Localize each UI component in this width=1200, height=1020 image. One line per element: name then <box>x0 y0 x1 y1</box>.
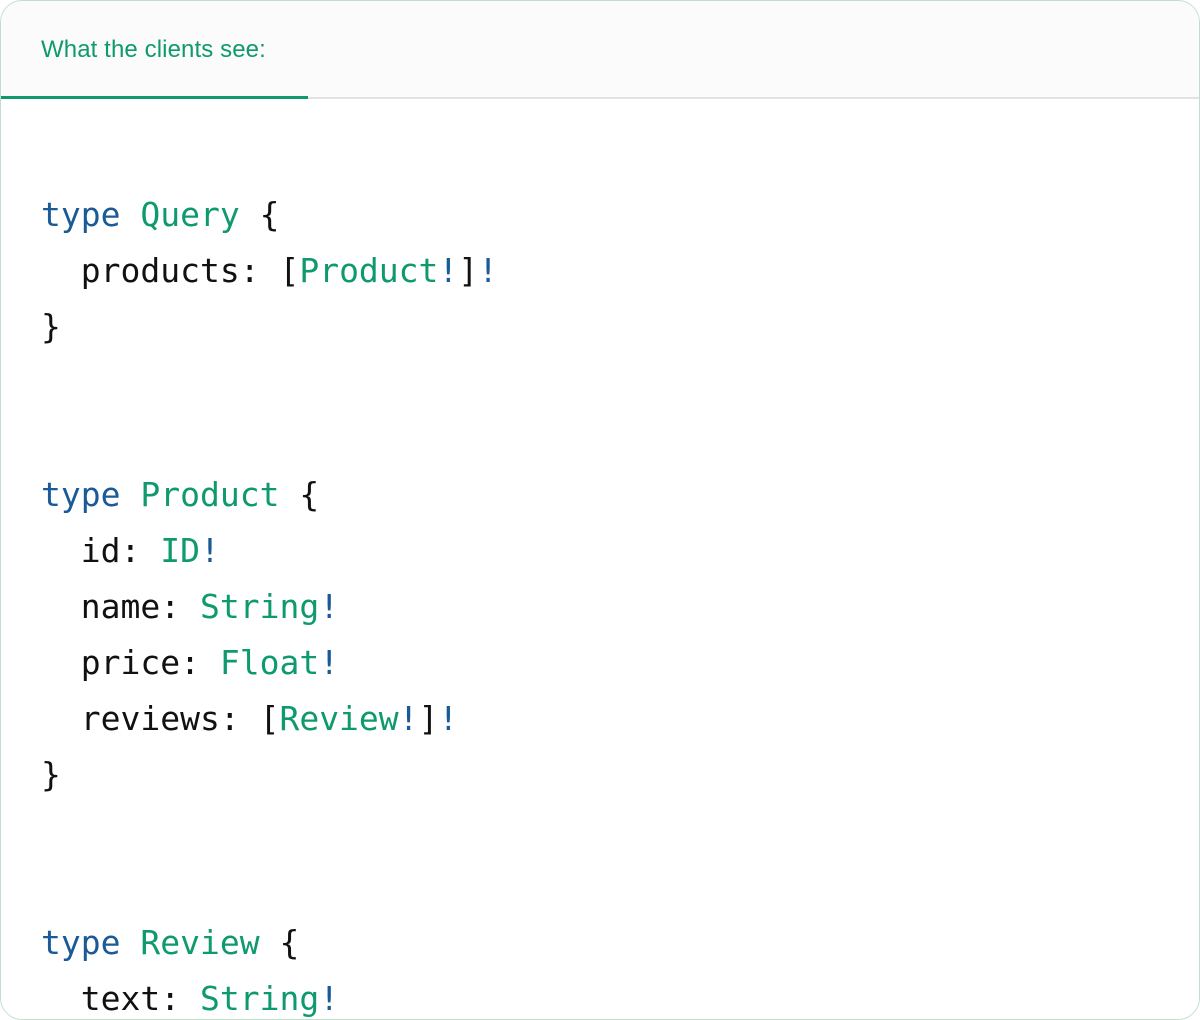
code-line: reviews: [Review!]! <box>41 699 459 738</box>
token-colon: : <box>160 587 200 626</box>
tab-label: What the clients see: <box>41 36 266 63</box>
code-line: } <box>41 755 61 794</box>
token-indent <box>41 643 81 682</box>
token-indent <box>41 531 81 570</box>
code-viewer[interactable]: type Query { products: [Product!]! } typ… <box>1 99 1199 1019</box>
token-space <box>279 475 299 514</box>
token-space <box>120 923 140 962</box>
token-brace-close: } <box>41 755 61 794</box>
code-line: type Product { <box>41 475 319 514</box>
token-space <box>260 923 280 962</box>
code-line: text: String! <box>41 979 339 1018</box>
graphql-schema-code: type Query { products: [Product!]! } typ… <box>41 131 1159 1019</box>
token-scalar-string: String <box>199 979 320 1018</box>
token-type-review: Review <box>140 923 260 962</box>
token-field-name: name <box>80 587 161 626</box>
token-scalar-string: String <box>199 587 320 626</box>
token-keyword-type: type <box>41 195 121 234</box>
token-type-product: Product <box>140 475 280 514</box>
token-type-query: Query <box>140 195 240 234</box>
token-bang: ! <box>200 531 220 570</box>
code-line: id: ID! <box>41 531 220 570</box>
token-field-id: id <box>80 531 121 570</box>
token-bang: ! <box>398 699 419 738</box>
token-bang: ! <box>319 587 340 626</box>
token-brace-open: { <box>279 923 300 962</box>
token-type-product: Product <box>299 251 439 290</box>
token-bracket-close: ] <box>418 699 439 738</box>
tab-what-the-clients-see[interactable]: What the clients see: <box>1 1 308 99</box>
token-bang: ! <box>319 979 340 1018</box>
code-line: products: [Product!]! <box>41 251 498 290</box>
token-space <box>120 195 140 234</box>
token-field-reviews: reviews <box>80 699 220 738</box>
token-keyword-type: type <box>41 923 121 962</box>
token-bracket-close: ] <box>458 251 479 290</box>
code-line: type Query { <box>41 195 279 234</box>
token-field-price: price <box>80 643 181 682</box>
token-indent <box>41 699 81 738</box>
code-line: type Review { <box>41 923 299 962</box>
token-colon: : <box>120 531 161 570</box>
token-bang: ! <box>319 643 340 682</box>
token-bracket-open: [ <box>259 699 280 738</box>
token-indent <box>41 587 81 626</box>
token-brace-open: { <box>299 475 320 514</box>
code-line: } <box>41 307 61 346</box>
token-bang: ! <box>438 699 459 738</box>
token-bracket-open: [ <box>279 251 300 290</box>
token-type-review: Review <box>279 699 399 738</box>
token-indent <box>41 251 81 290</box>
token-field-products: products <box>80 251 240 290</box>
token-colon: : <box>219 699 260 738</box>
tab-bar: What the clients see: <box>1 1 1199 99</box>
token-space <box>240 195 260 234</box>
token-brace-close: } <box>41 307 61 346</box>
token-colon: : <box>239 251 280 290</box>
token-scalar-id: ID <box>160 531 200 570</box>
code-line: price: Float! <box>41 643 339 682</box>
token-brace-open: { <box>259 195 280 234</box>
code-line-blank <box>41 803 1159 859</box>
token-indent <box>41 979 81 1018</box>
token-bang: ! <box>478 251 499 290</box>
token-colon: : <box>180 643 220 682</box>
token-colon: : <box>160 979 200 1018</box>
code-line-blank <box>41 355 1159 411</box>
code-line: name: String! <box>41 587 339 626</box>
token-space <box>120 475 140 514</box>
token-field-text: text <box>80 979 161 1018</box>
token-keyword-type: type <box>41 475 121 514</box>
token-bang: ! <box>438 251 459 290</box>
token-scalar-float: Float <box>219 643 320 682</box>
